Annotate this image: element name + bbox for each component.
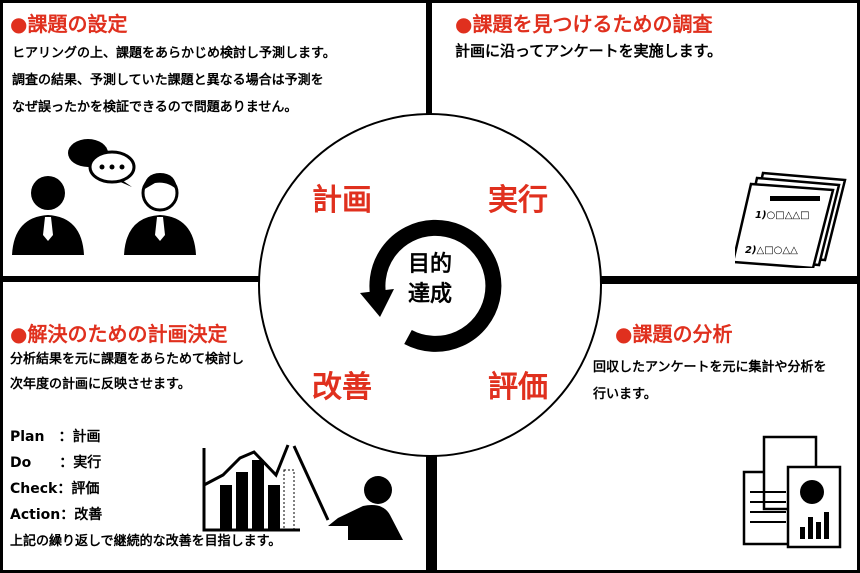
heading-analysis: ●課題の分析	[615, 322, 733, 346]
label-act: 改善	[312, 370, 372, 405]
svg-text:1)○□△△□: 1)○□△△□	[755, 210, 810, 221]
center-goal: 目的達成	[407, 252, 452, 307]
heading-issue-setting: ●課題の設定	[10, 12, 128, 36]
spreadsheet-report-icon	[742, 435, 842, 549]
text: 分析結果を元に課題をあらためて検討し	[10, 352, 245, 367]
text: 計画に沿ってアンケートを実施します。	[455, 42, 723, 60]
text: なぜ誤ったかを検証できるので問題ありません。	[12, 100, 298, 115]
text: 次年度の計画に反映させます。	[10, 377, 191, 392]
pdca-action: Action：改善	[10, 507, 103, 523]
pdca-do: Do ：実行	[10, 455, 102, 471]
heading-survey: ●課題を見つけるための調査	[455, 12, 713, 36]
text: 調査の結果、予測していた課題と異なる場合は予測を	[12, 73, 324, 88]
pdca-plan: Plan ：計画	[10, 429, 101, 445]
footer-text: 上記の繰り返しで継続的な改善を目指します。	[10, 534, 282, 549]
presentation-chart-icon	[202, 444, 403, 540]
questionnaire-icon: 1)○□△△□ 2)△□○△△	[735, 171, 847, 268]
label-check: 評価	[488, 370, 548, 405]
text: 行います。	[593, 387, 657, 402]
text: ヒアリングの上、課題をあらかじめ検討し予測します。	[12, 46, 336, 61]
cycle-arrow-icon	[360, 219, 502, 352]
heading-plan-decision: ●解決のための計画決定	[10, 322, 228, 346]
svg-text:2)△□○△△: 2)△□○△△	[745, 245, 798, 256]
label-do: 実行	[488, 183, 548, 218]
consultation-people-icon	[12, 139, 196, 255]
pdca-check: Check：評価	[10, 481, 100, 497]
text: 回収したアンケートを元に集計や分析を	[593, 360, 827, 375]
pdca-circle	[258, 113, 602, 457]
label-plan: 計画	[312, 183, 372, 218]
